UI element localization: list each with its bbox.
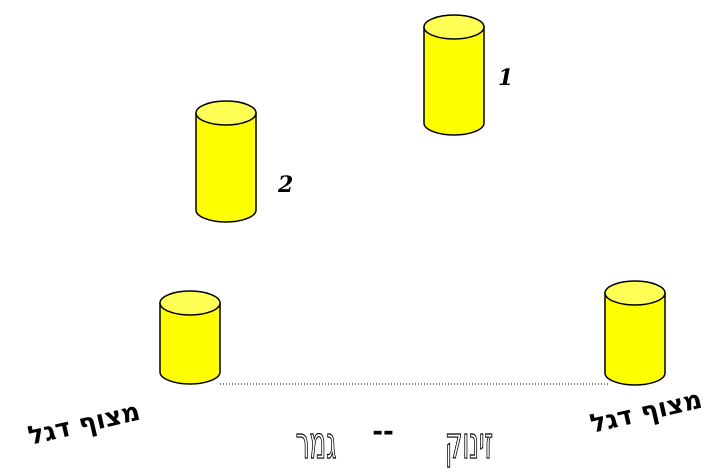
buoy-1 bbox=[423, 14, 485, 136]
flag-buoy-left bbox=[159, 290, 221, 385]
start-label: זינוק bbox=[445, 417, 493, 469]
flag-buoy-right bbox=[604, 280, 666, 386]
finish-label: גמר bbox=[296, 417, 337, 469]
separator-label: -- bbox=[372, 417, 394, 447]
flag-buoy-left-label: מצוף דגל bbox=[25, 397, 143, 452]
buoy-2-label: 2 bbox=[277, 172, 293, 198]
flag-buoy-right-label: מצוף דגל bbox=[587, 385, 705, 440]
buoy-1-label: 1 bbox=[498, 65, 513, 91]
buoy-2 bbox=[195, 100, 257, 223]
